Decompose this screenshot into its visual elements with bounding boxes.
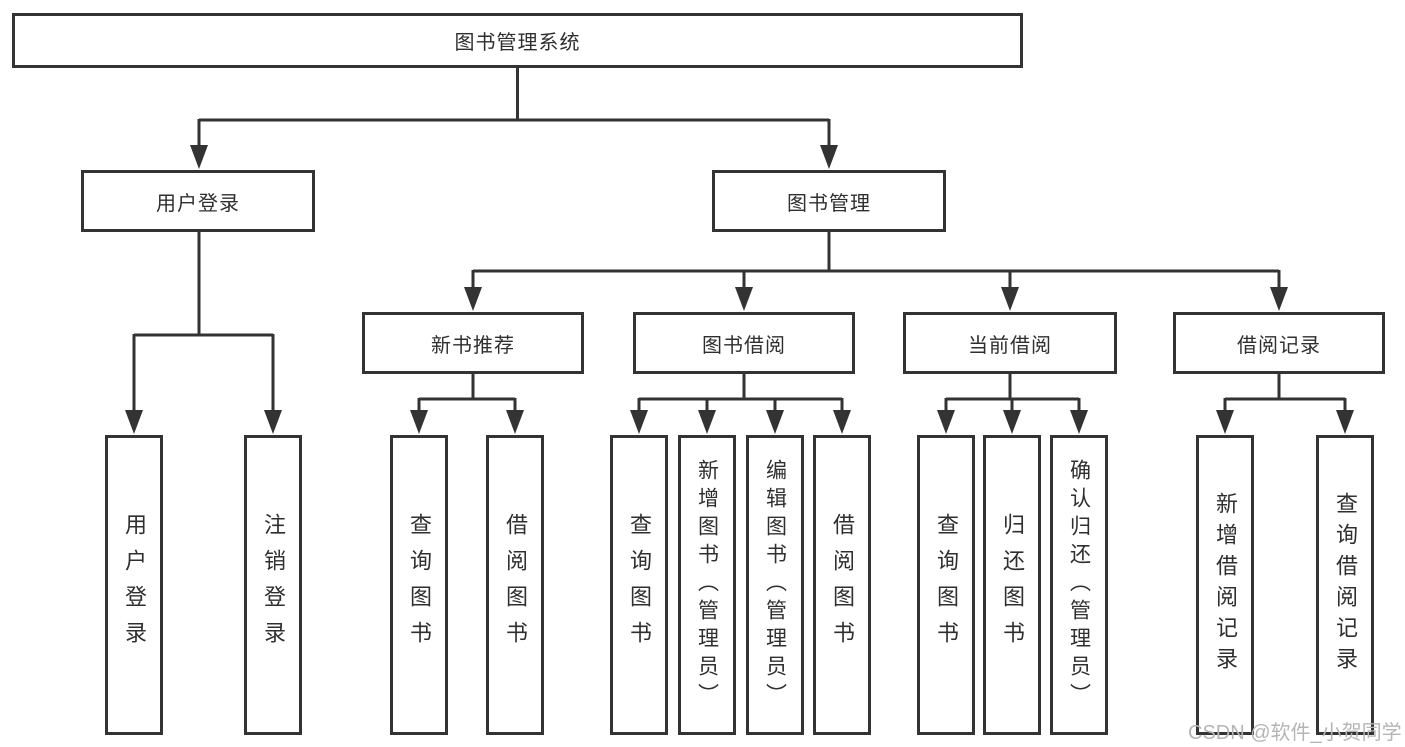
leaf-query-books-recommend-label: 查询图书 [407,513,432,657]
leaf-return-books: 归还图书 [983,435,1041,735]
leaf-add-borrow-record: 新增借阅记录 [1196,435,1254,735]
node-current-borrow-label: 当前借阅 [968,334,1052,357]
leaf-user-login: 用户登录 [105,435,163,735]
node-book-borrow: 图书借阅 [633,312,855,374]
node-root: 图书管理系统 [12,13,1023,68]
node-book-management-label: 图书管理 [787,192,871,215]
node-new-book-recommend: 新书推荐 [362,312,584,374]
leaf-logout: 注销登录 [244,435,302,735]
leaf-add-books-admin: 新增图书（管理员） [678,435,736,735]
leaf-edit-books-admin: 编辑图书（管理员） [746,435,804,735]
leaf-borrow-books-borrow-label: 借阅图书 [830,513,855,657]
node-book-management: 图书管理 [712,170,946,232]
leaf-borrow-books-recommend: 借阅图书 [486,435,544,735]
leaf-query-books-recommend: 查询图书 [390,435,448,735]
leaf-query-borrow-record-label: 查询借阅记录 [1333,492,1358,678]
leaf-return-books-label: 归还图书 [1000,513,1025,657]
node-user-login: 用户登录 [81,170,315,232]
leaf-confirm-return-admin-label: 确认归还（管理员） [1067,459,1091,711]
arrowheads [125,145,1354,434]
node-root-label: 图书管理系统 [454,32,581,54]
node-user-login-label: 用户登录 [156,192,240,215]
node-borrow-records-label: 借阅记录 [1237,334,1321,357]
leaf-query-borrow-record: 查询借阅记录 [1316,435,1374,735]
leaf-confirm-return-admin: 确认归还（管理员） [1050,435,1108,735]
leaf-query-books-borrow: 查询图书 [610,435,668,735]
leaf-edit-books-admin-label: 编辑图书（管理员） [763,459,787,711]
leaf-query-books-current-label: 查询图书 [934,513,959,657]
leaf-add-borrow-record-label: 新增借阅记录 [1213,492,1238,678]
node-borrow-records: 借阅记录 [1173,312,1385,374]
node-book-borrow-label: 图书借阅 [702,334,786,357]
leaf-user-login-label: 用户登录 [122,513,147,657]
node-current-borrow: 当前借阅 [903,312,1117,374]
leaf-query-books-borrow-label: 查询图书 [627,513,652,657]
leaf-borrow-books-recommend-label: 借阅图书 [503,513,528,657]
node-new-book-recommend-label: 新书推荐 [431,334,515,357]
csdn-watermark: CSDN @软件_小贺同学 [1188,722,1402,744]
leaf-borrow-books-borrow: 借阅图书 [813,435,871,735]
leaf-query-books-current: 查询图书 [917,435,975,735]
leaf-logout-label: 注销登录 [261,513,286,657]
leaf-add-books-admin-label: 新增图书（管理员） [695,459,719,711]
